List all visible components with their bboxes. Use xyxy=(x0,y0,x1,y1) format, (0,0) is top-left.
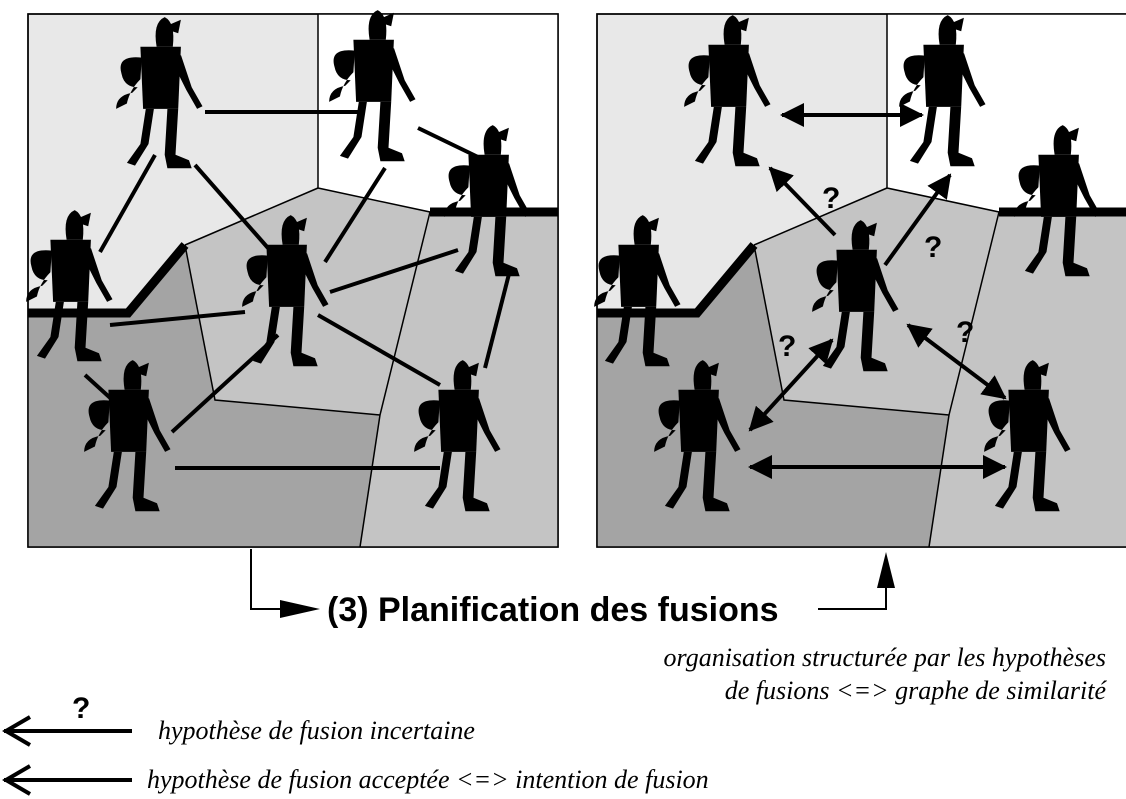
step-title: (3) Planification des fusions xyxy=(327,591,779,629)
legend-accepted-arrow-icon xyxy=(2,764,132,796)
subtitle-line-1: organisation structurée par les hypothès… xyxy=(664,643,1106,672)
subtitle-line-2: de fusions <=> graphe de similarité xyxy=(725,676,1108,705)
legend-uncertain-arrow-icon: ? xyxy=(2,692,132,747)
legend: ? hypothèse de fusion incertaine hypothè… xyxy=(2,692,709,796)
left-panel xyxy=(26,10,559,548)
uncertain-markers: ? ? ? ? xyxy=(778,182,974,363)
legend-accepted-label: hypothèse de fusion acceptée <=> intenti… xyxy=(147,765,709,794)
question-mark: ? xyxy=(778,330,796,363)
question-mark: ? xyxy=(822,182,840,215)
legend-uncertain-label: hypothèse de fusion incertaine xyxy=(158,716,475,745)
right-panel: ? ? ? ? xyxy=(594,13,1126,548)
right-arrows xyxy=(748,103,1007,479)
question-mark: ? xyxy=(72,692,90,725)
flow-connector xyxy=(250,549,895,618)
question-mark: ? xyxy=(924,231,942,264)
question-mark: ? xyxy=(956,316,974,349)
left-links xyxy=(83,110,512,470)
